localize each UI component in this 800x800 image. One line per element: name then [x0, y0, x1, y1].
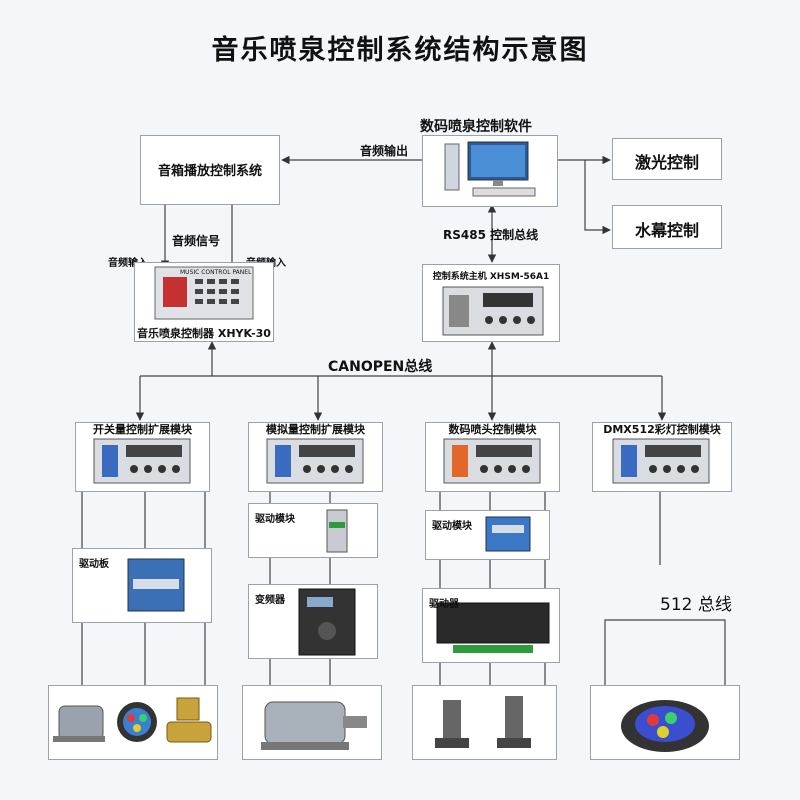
devices-box-2: [242, 685, 382, 760]
software-label: 数码喷泉控制软件: [420, 119, 532, 135]
drive-module-icon: [326, 509, 348, 553]
module-device-icon: [93, 438, 191, 484]
analog-module-box: 模拟量控制扩展模块: [248, 422, 383, 492]
canopen-label: CANOPEN总线: [328, 359, 433, 375]
host-label: 控制系统主机 XHSM-56A1: [432, 272, 550, 282]
host-box: 控制系统主机 XHSM-56A1: [422, 264, 560, 342]
dmx-bus-label: 512 总线: [660, 595, 732, 615]
audio-system-box: 音箱播放控制系统: [140, 135, 280, 205]
devices-box-1: [48, 685, 218, 760]
actuators-icon: [53, 697, 212, 743]
module-device-icon: [612, 438, 710, 484]
drive-module-box-3: 驱动模块: [425, 510, 550, 560]
motor-icon: [53, 705, 105, 742]
motor-icon: [261, 701, 367, 750]
host-device-icon: [442, 286, 544, 336]
nozzle-module-box: 数码喷头控制模块: [425, 422, 560, 492]
devices-box-4: [590, 685, 740, 760]
driver-board-box: 驱动板: [72, 548, 212, 623]
software-pc-box: [422, 135, 558, 207]
drive-module-box-2: 驱动模块: [248, 503, 378, 558]
laser-box: 激光控制: [612, 138, 722, 180]
music-controller-label: 音乐喷泉控制器 XHYK-30: [137, 327, 271, 340]
control-panel-icon: [154, 266, 254, 320]
diagram-title: 音乐喷泉控制系统结构示意图: [211, 35, 589, 66]
module-device-icon: [266, 438, 364, 484]
audio-output-label: 音频输出: [360, 144, 409, 158]
stepper-driver-icon: [436, 602, 550, 653]
solenoid-valve-icon: [166, 697, 212, 743]
driver-board-icon: [127, 558, 185, 612]
rgb-light-icon: [621, 700, 709, 752]
audio-input-left-label: 音频输入: [108, 258, 148, 269]
inverter-icon: [298, 588, 356, 656]
computer-icon: [444, 141, 536, 197]
rgb-light-icon: [117, 702, 157, 742]
audio-signal-label: 音频信号: [172, 234, 221, 248]
water-curtain-arrow: [584, 160, 611, 235]
switch-module-box: 开关量控制扩展模块: [75, 422, 210, 492]
rs485-label: RS485 控制总线: [443, 228, 539, 242]
nozzle-icon: [435, 696, 531, 748]
music-controller-box: MUSIC CONTROL PANEL 音乐喷泉控制器 XHYK-30: [134, 262, 274, 342]
drive-module-icon: [485, 516, 531, 552]
driver-box: 驱动器: [422, 588, 560, 663]
water-curtain-box: 水幕控制: [612, 205, 722, 249]
inverter-box: 变频器: [248, 584, 378, 659]
dmx-module-box: DMX512彩灯控制模块: [592, 422, 732, 492]
control-panel-text: MUSIC CONTROL PANEL: [180, 269, 252, 276]
module-device-icon: [443, 438, 541, 484]
devices-box-3: [412, 685, 557, 760]
